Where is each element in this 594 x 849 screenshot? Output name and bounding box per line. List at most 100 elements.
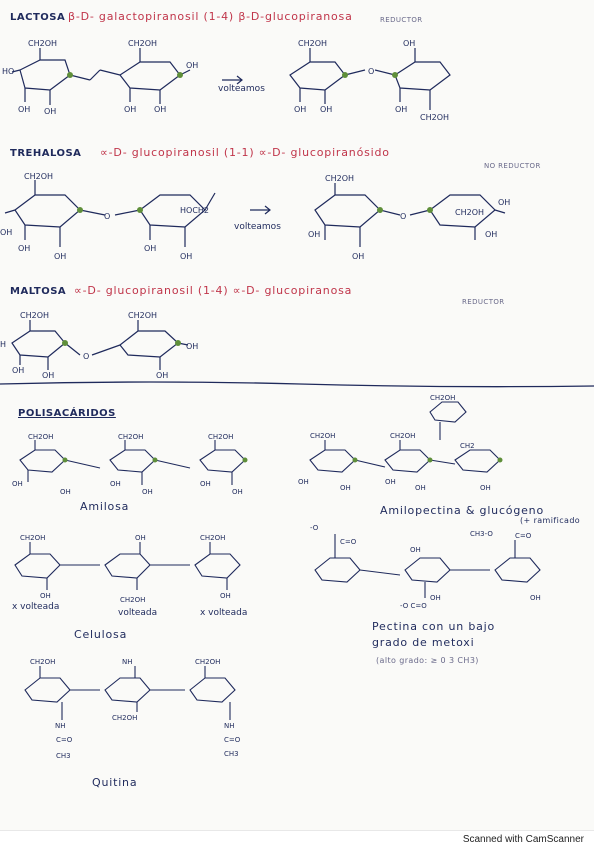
cellulose-label: Celulosa — [74, 628, 128, 641]
svg-text:O: O — [368, 67, 374, 76]
svg-text:OH: OH — [144, 244, 156, 253]
svg-text:C=O: C=O — [340, 538, 357, 546]
svg-text:CH2OH: CH2OH — [430, 394, 455, 402]
svg-text:OH: OH — [156, 371, 168, 380]
svg-text:OH: OH — [485, 230, 497, 239]
svg-text:C=O: C=O — [56, 736, 73, 744]
chitin-label: Quitina — [92, 776, 138, 789]
svg-text:O: O — [83, 352, 89, 361]
svg-text:CH2OH: CH2OH — [112, 714, 137, 722]
svg-text:OH: OH — [40, 592, 51, 600]
svg-text:CH2OH: CH2OH — [420, 113, 449, 122]
svg-text:CH2OH: CH2OH — [208, 433, 233, 441]
chitin-structure: CH2OH NH CH2OH NH C=O CH3 CH2OH NH C=O CH3 — [24, 658, 241, 760]
svg-text:H: H — [0, 340, 6, 349]
svg-text:HOCH2: HOCH2 — [180, 206, 209, 215]
svg-text:OH: OH — [54, 252, 66, 261]
svg-text:OH: OH — [186, 61, 198, 70]
svg-text:CH2OH: CH2OH — [298, 39, 327, 48]
svg-text:CH2OH: CH2OH — [310, 432, 335, 440]
svg-text:O: O — [104, 212, 110, 221]
polysaccharides-heading: POLISACÁRIDOS — [18, 408, 116, 419]
lactose-flip-note: volteamos — [218, 84, 265, 94]
amylopectin-label: Amilopectina & glucógeno — [380, 504, 544, 517]
cellulose-structure: CH2OH OH CH2OH OH CH2OH OH — [14, 534, 241, 604]
maltose-label: MALTOSA — [10, 286, 67, 297]
svg-text:HO: HO — [2, 67, 14, 76]
svg-text:CH2OH: CH2OH — [30, 658, 55, 666]
svg-text:OH: OH — [395, 105, 407, 114]
svg-text:-O C=O: -O C=O — [400, 602, 427, 610]
svg-text:OH: OH — [530, 594, 541, 602]
svg-text:OH: OH — [124, 105, 136, 114]
cellulose-note-3: x volteada — [200, 608, 248, 618]
lactose-tag: REDUCTOR — [380, 16, 423, 24]
svg-text:OH: OH — [410, 546, 421, 554]
svg-text:CH2OH: CH2OH — [128, 311, 157, 320]
svg-text:CH2OH: CH2OH — [195, 658, 220, 666]
svg-text:OH: OH — [18, 105, 30, 114]
scanner-footer: Scanned with CamScanner — [0, 830, 594, 849]
trehalose-flip-note: volteamos — [234, 222, 281, 232]
lactose-label: LACTOSA — [10, 12, 66, 23]
svg-text:CH2OH: CH2OH — [200, 534, 225, 542]
svg-text:C=O: C=O — [515, 532, 532, 540]
svg-text:OH: OH — [340, 484, 351, 492]
trehalose-name: ∝-D- glucopiranosil (1-1) ∝-D- glucopira… — [100, 146, 390, 159]
svg-text:OH: OH — [142, 488, 153, 496]
svg-text:CH2OH: CH2OH — [20, 534, 45, 542]
svg-text:CH3: CH3 — [56, 752, 71, 760]
svg-text:CH2OH: CH2OH — [120, 596, 145, 604]
svg-text:O: O — [400, 212, 406, 221]
section-divider — [0, 381, 594, 388]
svg-text:OH: OH — [294, 105, 306, 114]
svg-text:OH: OH — [232, 488, 243, 496]
pectin-note: (alto grado: ≥ 0 3 CH3) — [376, 656, 479, 665]
svg-text:OH: OH — [12, 366, 24, 375]
svg-text:NH: NH — [224, 722, 235, 730]
svg-text:OH: OH — [415, 484, 426, 492]
svg-text:OH: OH — [298, 478, 309, 486]
svg-text:CH3-O: CH3-O — [470, 530, 493, 538]
trehalose-tag: NO REDUCTOR — [484, 162, 541, 170]
svg-text:OH: OH — [430, 594, 441, 602]
svg-text:CH3: CH3 — [224, 750, 239, 758]
pectin-line-1: Pectina con un bajo — [372, 620, 496, 633]
svg-text:OH: OH — [498, 198, 510, 207]
svg-text:C=O: C=O — [224, 736, 241, 744]
svg-text:CH2OH: CH2OH — [24, 172, 53, 181]
maltose-name: ∝-D- glucopiranosil (1-4) ∝-D- glucopira… — [74, 284, 353, 297]
svg-text:OH: OH — [0, 228, 12, 237]
svg-text:OH: OH — [42, 371, 54, 380]
maltose-structure: CH2OH H OH OH O CH2OH OH OH — [0, 311, 198, 380]
lactose-name: β-D- galactopiranosil (1-4) β-D-glucopir… — [68, 10, 353, 23]
svg-text:OH: OH — [352, 252, 364, 261]
svg-text:-O: -O — [310, 524, 319, 532]
svg-text:CH2OH: CH2OH — [325, 174, 354, 183]
svg-text:OH: OH — [308, 230, 320, 239]
svg-text:OH: OH — [12, 480, 23, 488]
trehalose-structure: CH2OH OH OH OH O HOCH2 OH OH CH2OH OH OH O CH… — [0, 172, 510, 261]
svg-text:NH: NH — [122, 658, 133, 666]
svg-text:OH: OH — [186, 342, 198, 351]
svg-text:OH: OH — [480, 484, 491, 492]
amylopectin-note: (+ ramificado — [520, 516, 581, 525]
scanner-label: Scanned with CamScanner — [462, 834, 584, 845]
svg-text:CH2OH: CH2OH — [390, 432, 415, 440]
svg-text:NH: NH — [55, 722, 66, 730]
svg-text:OH: OH — [18, 244, 30, 253]
amylose-label: Amilosa — [80, 500, 130, 513]
svg-text:OH: OH — [320, 105, 332, 114]
svg-text:OH: OH — [135, 534, 146, 542]
svg-text:CH2OH: CH2OH — [128, 39, 157, 48]
svg-text:OH: OH — [110, 480, 121, 488]
svg-text:OH: OH — [200, 480, 211, 488]
svg-text:CH2OH: CH2OH — [20, 311, 49, 320]
trehalose-label: TREHALOSA — [10, 148, 82, 159]
svg-text:CH2OH: CH2OH — [455, 208, 484, 217]
maltose-tag: REDUCTOR — [462, 298, 505, 306]
svg-text:OH: OH — [220, 592, 231, 600]
svg-text:OH: OH — [60, 488, 71, 496]
